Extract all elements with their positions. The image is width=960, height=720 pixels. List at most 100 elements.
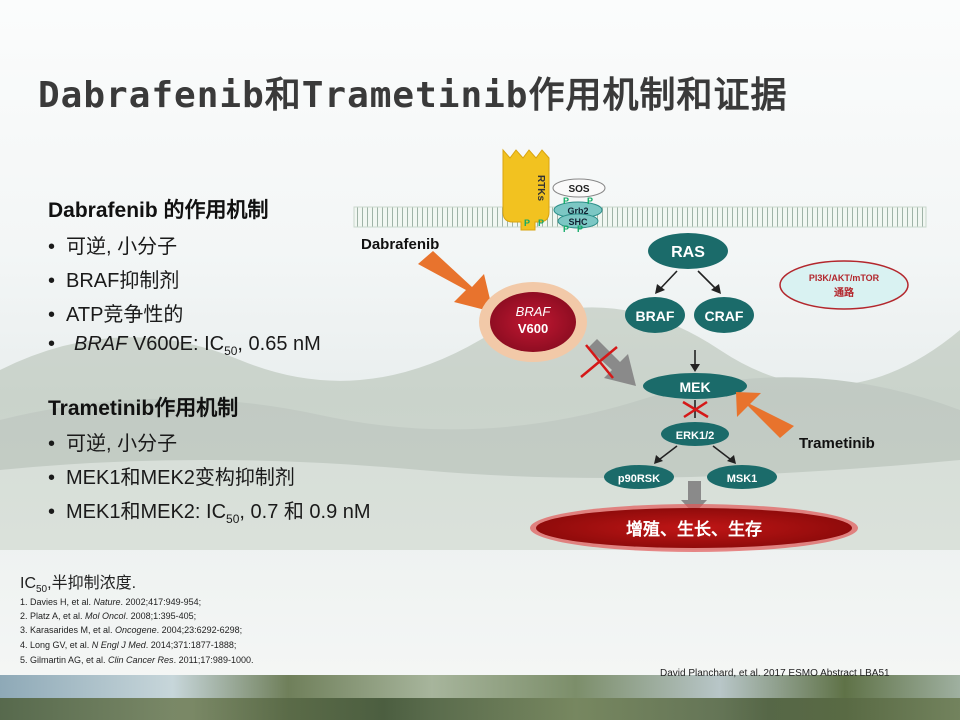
reference-item: 3. Karasarides M, et al. Oncogene. 2004;… (20, 625, 242, 635)
shc-node (557, 213, 599, 229)
arrowhead (711, 284, 721, 294)
braf-node (625, 297, 685, 333)
bullet-text: 可逆, 小分子 (66, 236, 178, 258)
reference-item: 5. Gilmartin AG, et al. Clin Cancer Res.… (20, 655, 253, 665)
reference-journal: Mol Oncol (85, 611, 126, 621)
ic50-footnote: IC50,半抑制浓度. (20, 569, 136, 595)
reference-item: 4. Long GV, et al. N Engl J Med. 2014;37… (20, 640, 236, 650)
trametinib-arrow (736, 392, 794, 438)
phospho-p: P (563, 196, 569, 206)
phospho-sites-rtk: P P (524, 218, 544, 228)
footnote-subscript: 50 (36, 584, 48, 596)
list-item: •BRAF V600E: IC50, 0.65 nM (48, 333, 321, 358)
background-strip-dark (0, 698, 960, 720)
mek-block-mark (682, 400, 709, 419)
erk-to-msk1-arrow (712, 445, 731, 460)
arrowhead (690, 364, 700, 372)
braf-label: BRAF (636, 308, 675, 324)
braf-v600-label-1: BRAF (516, 304, 552, 319)
bullet-text: ATP竞争性的 (66, 304, 184, 326)
phospho-p: P (538, 218, 544, 228)
bullet-text: MEK1和MEK2变构抑制剂 (66, 467, 295, 489)
reference-text: 3. Karasarides M, et al. (20, 625, 116, 635)
bullet-text: , 0.65 nM (237, 333, 321, 355)
source-credit: David Planchard, et al. 2017 ESMO Abstra… (660, 668, 890, 679)
grb2-label: Grb2 (567, 206, 588, 216)
bullet-italic: BRAF (74, 333, 128, 355)
reference-text: 4. Long GV, et al. (20, 640, 92, 650)
cell-membrane (353, 206, 927, 228)
bullet-subscript: 50 (226, 512, 240, 526)
list-item: •可逆, 小分子 (48, 433, 178, 455)
list-item: •MEK1和MEK2变构抑制剂 (48, 467, 295, 489)
dabrafenib-label: Dabrafenib (361, 236, 439, 253)
trametinib-label: Trametinib (799, 435, 875, 452)
erk-to-p90rsk-arrow (659, 445, 678, 460)
list-item: •BRAF抑制剂 (48, 270, 180, 292)
rtk-receptor: RTKs (502, 148, 550, 231)
reference-item: 2. Platz A, et al. Mol Oncol. 2008;1:395… (20, 611, 196, 621)
reference-journal: N Engl J Med (91, 640, 146, 650)
outcome-node (536, 508, 852, 548)
page-title: Dabrafenib和Trametinib作用机制和证据 (38, 75, 788, 116)
braf-block-mark (580, 344, 618, 379)
dabrafenib-arrow (418, 251, 493, 312)
phospho-p: P (577, 224, 583, 234)
pi3k-pathway-node (779, 260, 909, 310)
phospho-sites-adaptor: P P P P (563, 196, 593, 234)
braf-v600-node (490, 292, 576, 352)
footnote-text: IC (20, 575, 36, 592)
bullet-text: V600E: IC (127, 333, 225, 355)
mek-label: MEK (679, 379, 710, 395)
pi3k-label-1: PI3K/AKT/mTOR (809, 273, 880, 283)
sos-label: SOS (568, 184, 589, 195)
p90rsk-label: p90RSK (618, 473, 660, 485)
ras-node (648, 233, 728, 269)
dabrafenib-heading: Dabrafenib 的作用机制 (48, 199, 269, 222)
erk-label: ERK1/2 (676, 430, 715, 442)
reference-text: . 2014;371:1877-1888; (145, 640, 237, 650)
reference-journal: Clin Cancer Res (108, 655, 174, 665)
phospho-p: P (524, 218, 530, 228)
msk1-node (707, 465, 777, 489)
rtks-label: RTKs (535, 175, 546, 202)
footnote-text: ,半抑制浓度. (47, 575, 137, 592)
bullet-text: BRAF抑制剂 (66, 270, 180, 292)
trametinib-heading: Trametinib作用机制 (48, 397, 239, 420)
bullet-subscript: 50 (224, 344, 238, 358)
phospho-p: P (587, 196, 593, 206)
list-item: •MEK1和MEK2: IC50, 0.7 和 0.9 nM (48, 501, 371, 526)
arrowhead (727, 455, 736, 464)
reference-text: . 2002;417:949-954; (120, 597, 202, 607)
bullet-text: MEK1和MEK2: IC (66, 501, 227, 523)
mek-node (643, 373, 747, 399)
list-item: •ATP竞争性的 (48, 304, 184, 326)
shc-label: SHC (568, 217, 588, 227)
phospho-p: P (563, 224, 569, 234)
craf-label: CRAF (705, 308, 744, 324)
braf-to-mek-arrow (588, 339, 636, 386)
bullet-text: 可逆, 小分子 (66, 433, 178, 455)
reference-journal: Nature (93, 597, 121, 607)
pi3k-label-2: 通路 (834, 286, 855, 299)
outcome-label: 增殖、生长、生存 (626, 519, 762, 539)
ras-label: RAS (671, 244, 705, 261)
bullet-text: , 0.7 和 0.9 nM (239, 501, 371, 523)
ras-to-craf-arrow (697, 270, 717, 290)
reference-text: . 2011;17:989-1000. (173, 655, 254, 665)
arrowhead (655, 284, 665, 294)
reference-text: 5. Gilmartin AG, et al. (20, 655, 109, 665)
arrowhead (654, 455, 663, 464)
craf-node (694, 297, 754, 333)
reference-text: 1. Davies H, et al. (20, 597, 94, 607)
msk1-label: MSK1 (727, 473, 758, 485)
reference-text: . 2008;1:395-405; (125, 611, 197, 621)
reference-item: 1. Davies H, et al. Nature. 2002;417:949… (20, 597, 201, 607)
reference-journal: Oncogene (115, 625, 157, 635)
list-item: •可逆, 小分子 (48, 236, 178, 258)
p90rsk-node (604, 465, 674, 489)
braf-v600-label-2: V600 (518, 321, 548, 336)
erk-node (661, 422, 729, 446)
